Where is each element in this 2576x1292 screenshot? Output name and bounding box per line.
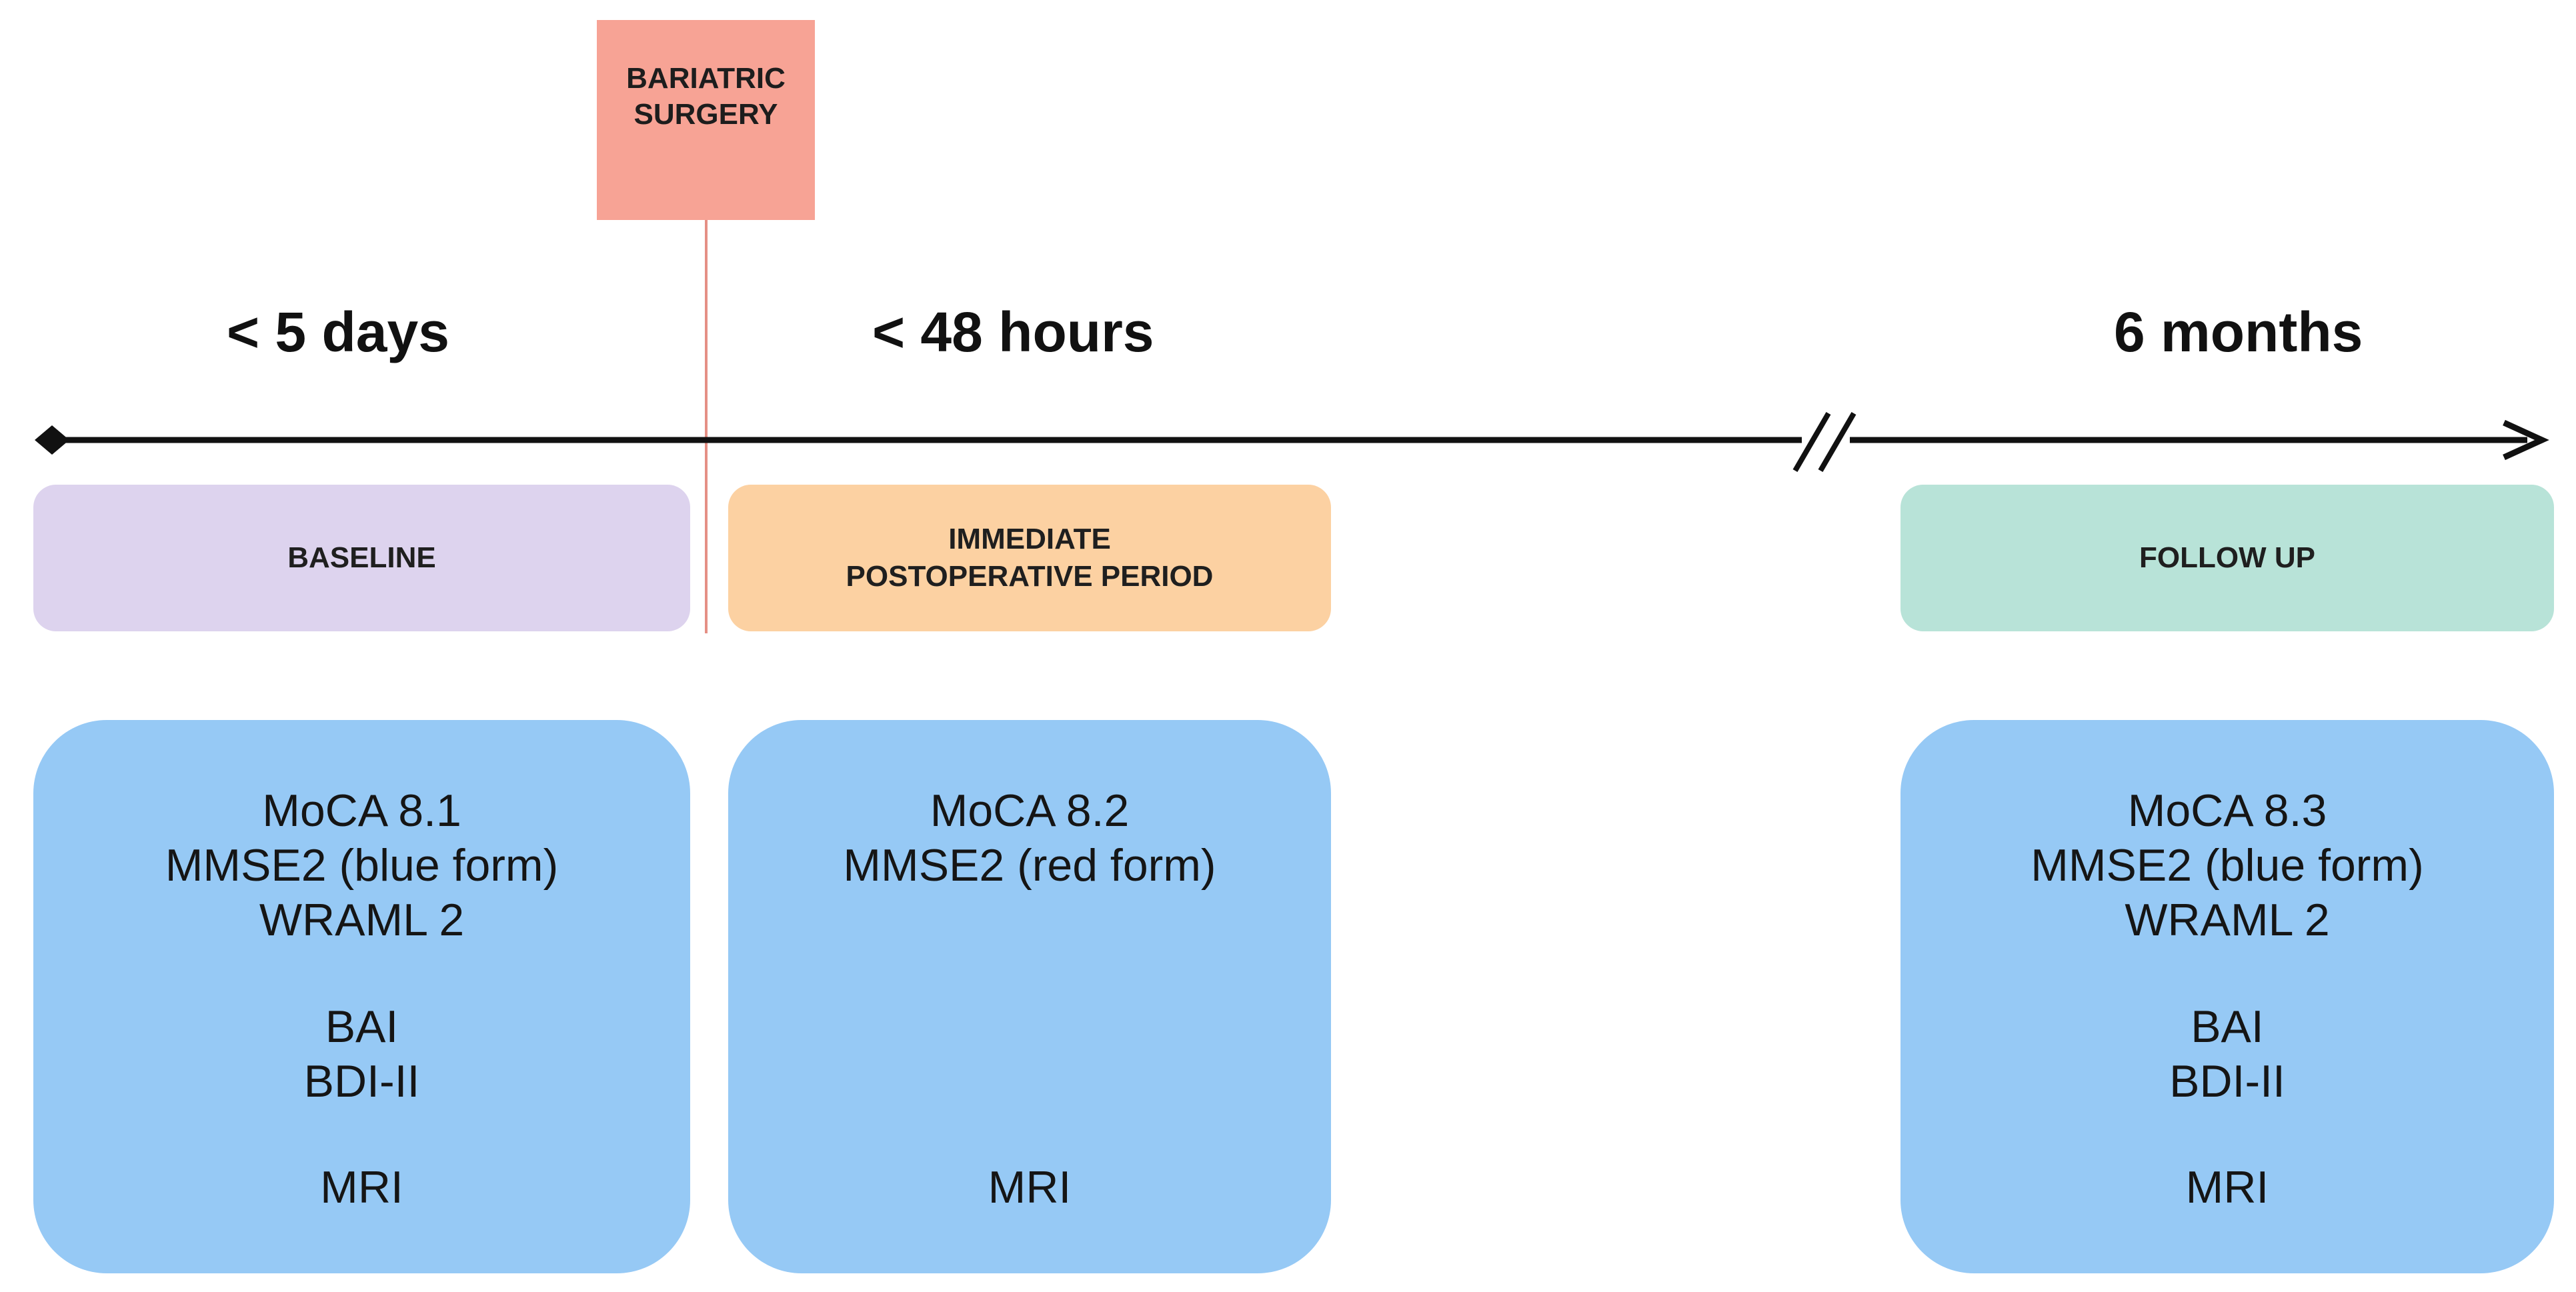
phase-postop-label-line1: IMMEDIATE [948, 523, 1111, 555]
test-item: MoCA 8.3 [2127, 785, 2327, 836]
test-item: WRAML 2 [259, 895, 465, 945]
timeline-break-gap [1802, 423, 1850, 457]
phase-baseline-label: BASELINE [287, 541, 436, 574]
surgery-label-line2: SURGERY [633, 98, 778, 131]
phase-followup: FOLLOW UP [1900, 485, 2554, 631]
test-item-mri: MRI [320, 1162, 403, 1213]
test-item: MoCA 8.2 [930, 785, 1130, 836]
timeline-break-mark-1 [1792, 411, 1831, 473]
timeline-arrowhead [2503, 419, 2549, 461]
tests-followup: MoCA 8.3 MMSE2 (blue form) WRAML 2 BAI B… [1900, 720, 2554, 1273]
phase-baseline: BASELINE [33, 485, 690, 631]
timeline-break-mark-2 [1818, 411, 1856, 473]
test-item: BAI [325, 1001, 399, 1052]
test-item: BAI [2191, 1001, 2264, 1052]
tests-baseline: MoCA 8.1 MMSE2 (blue form) WRAML 2 BAI B… [33, 720, 690, 1273]
timeline-start-diamond [35, 425, 69, 455]
test-item: WRAML 2 [2125, 895, 2330, 945]
test-item: MMSE2 (red form) [843, 840, 1216, 891]
test-item: MoCA 8.1 [262, 785, 461, 836]
tests-postoperative: MoCA 8.2 MMSE2 (red form) MRI [728, 720, 1331, 1273]
phase-postop-label-line2: POSTOPERATIVE PERIOD [846, 560, 1214, 593]
time-label-postop: < 48 hours [872, 301, 1154, 363]
phase-followup-label: FOLLOW UP [2139, 541, 2315, 574]
surgery-label-line1: BARIATRIC [626, 62, 786, 95]
test-item-mri: MRI [988, 1162, 1072, 1213]
phase-postoperative: IMMEDIATE POSTOPERATIVE PERIOD [728, 485, 1331, 631]
test-item: BDI-II [303, 1056, 420, 1107]
test-item-mri: MRI [2185, 1162, 2269, 1213]
test-item: BDI-II [2169, 1056, 2285, 1107]
surgery-vertical-line [705, 220, 708, 633]
time-label-followup: 6 months [2114, 301, 2363, 363]
test-item: MMSE2 (blue form) [165, 840, 559, 891]
surgery-marker: BARIATRIC SURGERY [597, 20, 815, 220]
time-label-baseline: < 5 days [227, 301, 449, 363]
test-item: MMSE2 (blue form) [2031, 840, 2424, 891]
timeline-axis [35, 411, 2549, 473]
